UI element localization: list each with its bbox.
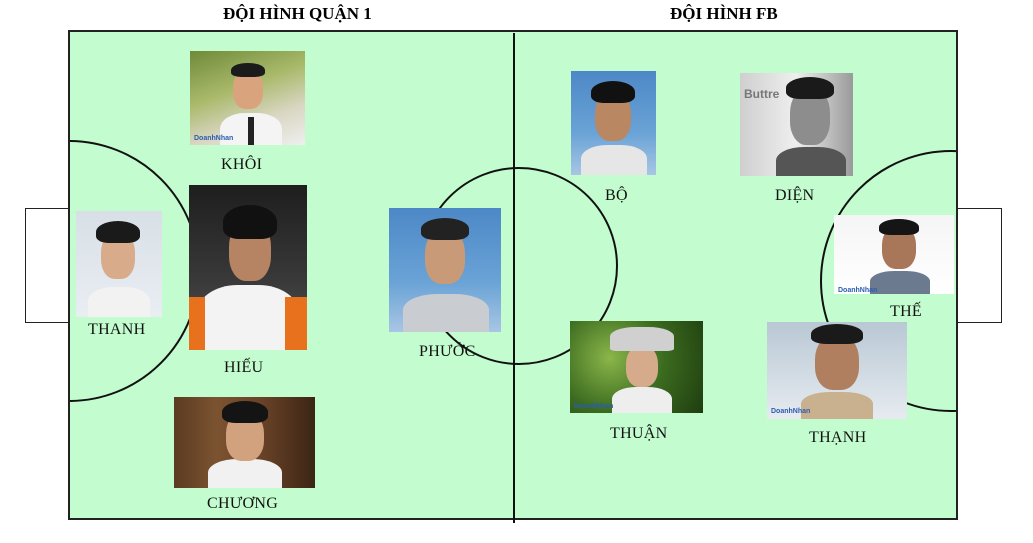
player-name-dien: DIỆN [775, 187, 815, 204]
player-name-the: THẾ [890, 303, 923, 320]
right-goal [957, 208, 1002, 323]
player-photo-chuong [174, 397, 315, 488]
player-name-thanh-right: THẠNH [809, 429, 867, 446]
player-photo-the: DoanhNhan [834, 215, 954, 294]
player-photo-khoi: DoanhNhan [190, 51, 305, 145]
player-photo-bo [571, 71, 656, 175]
left-team-title: ĐỘI HÌNH QUẬN 1 [223, 4, 372, 23]
player-name-thanh-left: THANH [88, 321, 146, 338]
player-name-phuoc: PHƯỚC [419, 343, 476, 360]
player-photo-thanh-right: DoanhNhan [767, 322, 907, 419]
player-photo-hieu [189, 185, 307, 350]
player-name-hieu: HIẾU [224, 359, 264, 376]
player-name-thuan: THUẬN [610, 425, 668, 442]
left-goal [25, 208, 70, 323]
player-name-khoi: KHÔI [221, 156, 263, 173]
player-photo-phuoc [389, 208, 501, 332]
player-photo-thanh-left [76, 211, 162, 317]
midfield-line [513, 33, 515, 523]
player-name-chuong: CHƯƠNG [207, 495, 279, 512]
player-photo-dien: Buttre [740, 73, 853, 176]
right-team-title: ĐỘI HÌNH FB [670, 4, 778, 23]
player-name-bo: BỘ [605, 187, 628, 204]
player-photo-thuan: DoanhNhan [570, 321, 703, 413]
